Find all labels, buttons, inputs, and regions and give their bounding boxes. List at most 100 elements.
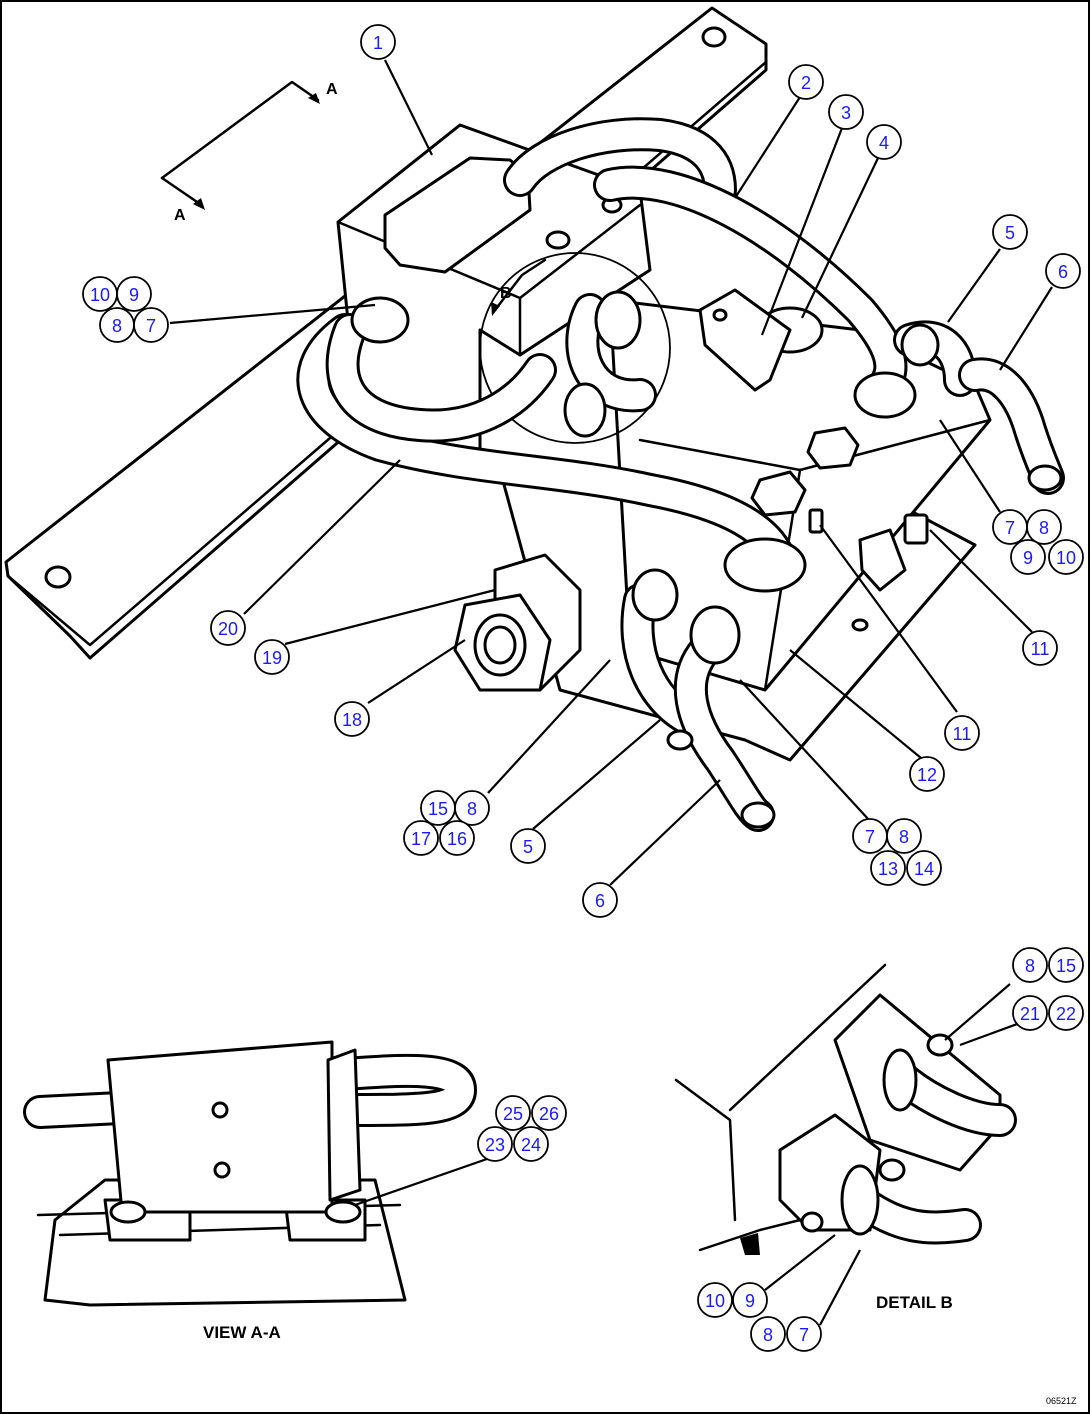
callout-balloon-g6_22: 22 <box>1048 995 1084 1031</box>
callout-circle <box>944 715 980 751</box>
mount-bolt-right <box>324 1200 362 1224</box>
callout-balloon-c18: 18 <box>334 701 370 737</box>
callout-number: 22 <box>1056 1004 1076 1024</box>
callout-balloon-c3: 3 <box>828 94 864 130</box>
callout-balloon-g6_15: 15 <box>1048 947 1084 983</box>
callout-number: 8 <box>899 827 909 847</box>
callout-number: 7 <box>865 827 875 847</box>
callout-circle <box>886 818 922 854</box>
callout-circle <box>495 1095 531 1131</box>
callout-circle <box>1022 630 1058 666</box>
callout-balloon-g6_8: 8 <box>1012 947 1048 983</box>
callout-balloon-g1_10: 10 <box>82 276 118 312</box>
callout-balloon-c2: 2 <box>788 64 824 100</box>
callout-balloon-g4_7: 7 <box>852 818 888 854</box>
callout-circle <box>513 1126 549 1162</box>
callout-number: 7 <box>146 316 156 336</box>
callout-number: 9 <box>1023 548 1033 568</box>
callout-circle <box>582 882 618 918</box>
callout-circle <box>1012 995 1048 1031</box>
view-aa-illustration <box>23 1040 477 1307</box>
section-marker-a-left: A <box>174 207 186 224</box>
callout-circle <box>254 639 290 675</box>
callout-number: 18 <box>342 710 362 730</box>
callout-number: 13 <box>878 859 898 879</box>
callout-circle <box>788 64 824 100</box>
callout-balloon-g4_13: 13 <box>870 850 906 886</box>
callout-number: 10 <box>705 1291 725 1311</box>
callout-balloon-g2_9: 9 <box>1010 539 1046 575</box>
callout-circle <box>1048 995 1084 1031</box>
callout-number: 16 <box>447 829 467 849</box>
section-line-a <box>160 80 320 180</box>
callout-circle <box>750 1316 786 1352</box>
callout-number: 23 <box>485 1135 505 1155</box>
detail-b-illustration <box>674 963 1017 1255</box>
callout-number: 6 <box>595 891 605 911</box>
callout-number: 5 <box>523 837 533 857</box>
callout-number: 8 <box>763 1325 773 1345</box>
callout-balloon-g4_8: 8 <box>886 818 922 854</box>
callout-balloon-g1_8: 8 <box>99 307 135 343</box>
callout-circle <box>1048 539 1084 575</box>
main-assembly-illustration <box>4 6 1065 832</box>
callout-circle <box>1012 947 1048 983</box>
callout-number: 5 <box>1005 223 1015 243</box>
callout-balloon-g3_16: 16 <box>439 820 475 856</box>
callout-balloon-g7_7: 7 <box>786 1316 822 1352</box>
callout-balloon-c1: 1 <box>360 24 396 60</box>
callout-circle <box>454 790 490 826</box>
callout-balloon-g5_24: 24 <box>513 1126 549 1162</box>
callout-balloon-c6b: 6 <box>582 882 618 918</box>
callout-number: 19 <box>262 648 282 668</box>
callout-balloon-g7_10: 10 <box>697 1282 733 1318</box>
callout-balloon-g7_8: 8 <box>750 1316 786 1352</box>
callout-number: 10 <box>90 285 110 305</box>
callout-circle <box>334 701 370 737</box>
callout-balloon-g2_10: 10 <box>1048 539 1084 575</box>
callout-balloon-g4_14: 14 <box>906 850 942 886</box>
hex-plug-1 <box>806 426 860 470</box>
callout-number: 11 <box>1031 639 1050 659</box>
callout-number: 1 <box>373 33 383 53</box>
callout-balloon-g5_25: 25 <box>495 1095 531 1131</box>
callout-balloon-g1_7: 7 <box>133 307 169 343</box>
callout-number: 14 <box>914 859 934 879</box>
callout-circle <box>510 828 546 864</box>
bracket-bolt-left <box>44 565 72 589</box>
callout-circle <box>866 124 902 160</box>
callout-balloon-c20: 20 <box>210 610 246 646</box>
callout-number: 10 <box>1056 548 1076 568</box>
callout-balloon-c11b: 11 <box>944 715 980 751</box>
callout-balloon-c6a: 6 <box>1045 253 1081 289</box>
callout-number: 6 <box>1058 262 1068 282</box>
callout-circle <box>403 820 439 856</box>
callout-number: 17 <box>411 829 431 849</box>
callout-balloon-c5b: 5 <box>510 828 546 864</box>
callout-circle <box>909 756 945 792</box>
callout-circle <box>133 307 169 343</box>
callout-number: 8 <box>467 799 477 819</box>
callout-number: 11 <box>953 724 972 744</box>
detail-b-flange-upper <box>882 1048 918 1112</box>
callout-number: 4 <box>879 133 889 153</box>
callout-balloon-g6_21: 21 <box>1012 995 1048 1031</box>
callout-circle <box>906 850 942 886</box>
callout-circle <box>786 1316 822 1352</box>
callout-circle <box>828 94 864 130</box>
callout-number: 2 <box>801 73 811 93</box>
callout-circle <box>210 610 246 646</box>
valve-block-side-view <box>106 1040 334 1214</box>
callout-number: 9 <box>129 285 139 305</box>
callout-circle <box>1026 509 1062 545</box>
callout-number: 8 <box>112 316 122 336</box>
callout-balloon-c12: 12 <box>909 756 945 792</box>
callout-balloon-g1_9: 9 <box>116 276 152 312</box>
callout-circle <box>697 1282 733 1318</box>
detail-marker-b: B <box>500 285 512 302</box>
callout-circle <box>870 850 906 886</box>
drawing-number: 06521Z <box>1046 1396 1077 1406</box>
hex-plug-2 <box>750 470 807 517</box>
callout-balloon-g3_15: 15 <box>420 790 456 826</box>
